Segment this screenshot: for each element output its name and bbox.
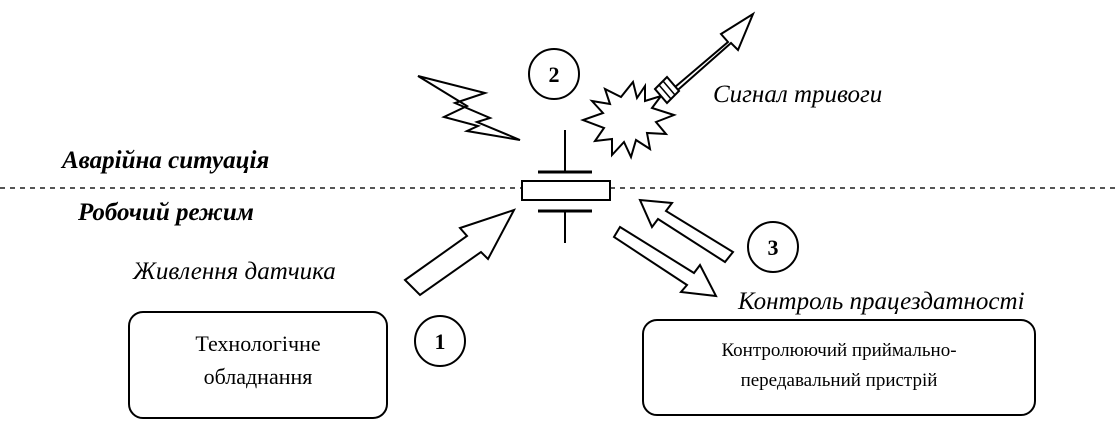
health-check-label: Контроль працездатності <box>738 288 1025 315</box>
alarm-signal-label: Сигнал тривоги <box>713 81 883 108</box>
controller-line-2: передавальний пристрій <box>740 370 938 392</box>
sensor-symbol <box>521 130 611 243</box>
marker-1: 1 <box>414 315 466 367</box>
controller-line-1: Контролюючий приймально- <box>721 340 957 361</box>
working-mode-label: Робочий режим <box>78 199 254 226</box>
emergency-label: Аварійна ситуація <box>62 147 270 174</box>
svg-text:3: 3 <box>768 235 779 260</box>
controller-box-text: Контролюючий приймально- передавальний п… <box>643 336 1035 397</box>
check-arrow-out <box>612 225 718 298</box>
equipment-line-2: обладнання <box>203 364 313 389</box>
power-arrow <box>403 208 517 297</box>
lightning-icon <box>417 75 521 141</box>
marker-2: 2 <box>528 48 580 100</box>
sensor-power-label: Живлення датчика <box>133 258 336 285</box>
equipment-line-1: Технологічне <box>195 331 321 356</box>
controller-box <box>642 319 1036 416</box>
alarm-arrow-stub <box>653 75 681 105</box>
marker-3: 3 <box>747 221 799 273</box>
check-arrow-in <box>638 198 735 264</box>
svg-text:2: 2 <box>549 62 560 87</box>
svg-text:1: 1 <box>435 329 446 354</box>
equipment-box-text: Технологічне обладнання <box>129 327 387 393</box>
alarm-arrow <box>666 11 756 98</box>
equipment-box <box>128 311 388 419</box>
